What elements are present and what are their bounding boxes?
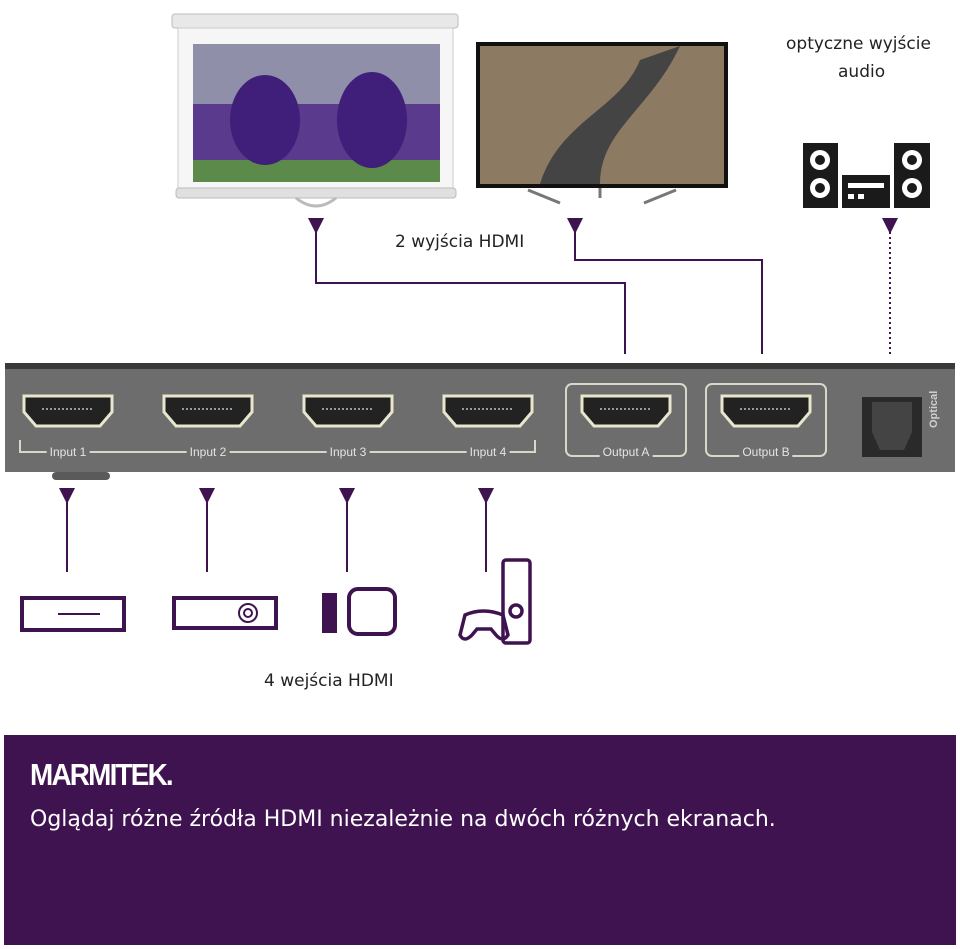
port-label-input-4: Input 4 xyxy=(466,445,510,459)
hdmi-port-3 xyxy=(302,394,394,428)
media-player-remote-icon xyxy=(322,587,397,636)
speakers-icon xyxy=(803,143,930,208)
hdmi-port-2 xyxy=(162,394,254,428)
tagline: Oglądaj różne źródła HDMI niezależnie na… xyxy=(30,807,776,832)
optical-output-label-line1: optyczne wyjście xyxy=(786,34,931,54)
set-top-box-icon xyxy=(20,596,126,632)
port-label-input-3: Input 3 xyxy=(326,445,370,459)
hdmi-port-5 xyxy=(580,394,672,428)
projector-screen-icon xyxy=(171,13,459,208)
tv-icon xyxy=(476,42,728,205)
port-label-input-1: Input 1 xyxy=(46,445,90,459)
hdmi-switch-device xyxy=(5,363,955,480)
output-connection-lines xyxy=(308,218,898,354)
optical-output-label-line2: audio xyxy=(838,62,886,82)
bottom-banner: MARMITEK. Oglądaj różne źródła HDMI niez… xyxy=(4,735,956,945)
hdmi-inputs-label: 4 wejścia HDMI xyxy=(264,671,394,691)
port-label-output-b: Output B xyxy=(739,445,793,459)
hdmi-outputs-label: 2 wyjścia HDMI xyxy=(395,232,525,252)
hdmi-port-6 xyxy=(720,394,812,428)
marmitek-logo: MARMITEK. xyxy=(30,757,174,792)
optical-port-label: Optical xyxy=(928,390,940,428)
port-label-output-a: Output A xyxy=(599,445,653,459)
port-label-input-2: Input 2 xyxy=(186,445,230,459)
hdmi-port-1 xyxy=(22,394,114,428)
blu-ray-player-icon xyxy=(172,596,278,630)
hdmi-port-4 xyxy=(442,394,534,428)
input-connection-lines xyxy=(59,488,494,572)
game-console-icon xyxy=(458,558,532,645)
